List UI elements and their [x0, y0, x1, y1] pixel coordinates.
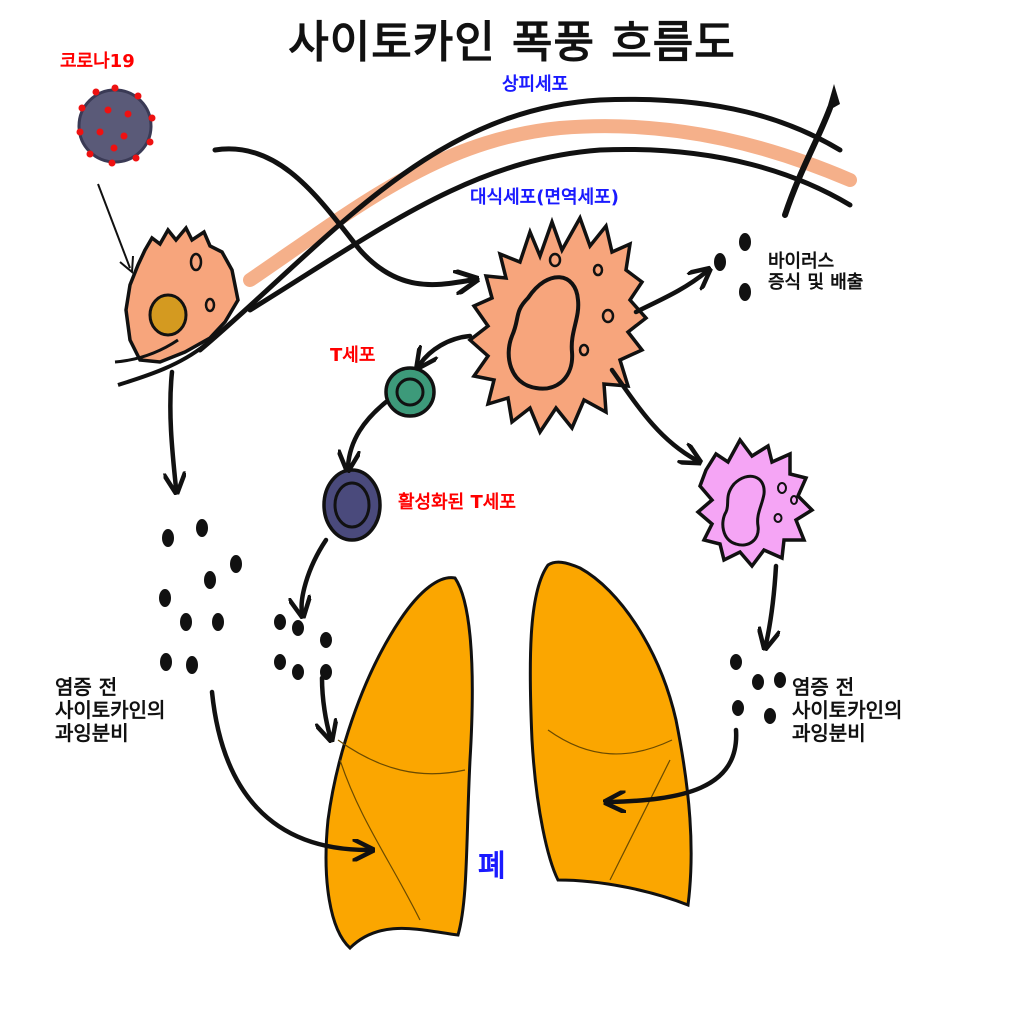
right-lung	[528, 560, 693, 908]
epithelial-layer	[197, 84, 857, 353]
label-lung: 폐	[478, 849, 506, 884]
label-cytokine-right: 염증 전 사이토카인의 과잉분비	[792, 675, 903, 745]
label-cytokine-left: 염증 전 사이토카인의 과잉분비	[55, 675, 166, 745]
coronavirus-particle	[76, 84, 156, 275]
lungs	[324, 560, 693, 951]
cytokine-particles-center	[274, 614, 332, 680]
activated-t-cell	[322, 468, 382, 542]
label-macrophage: 대식세포(면역세포)	[470, 187, 619, 208]
label-epithelial: 상피세포	[502, 74, 569, 95]
cytokine-particles-right	[730, 654, 786, 724]
diagram-title: 사이토카인 폭풍 흐름도	[288, 17, 736, 68]
infected-cell	[114, 224, 240, 387]
label-t-cell: T세포	[330, 345, 376, 366]
virus-particles	[714, 233, 751, 301]
label-activated-t-cell: 활성화된 T세포	[398, 492, 516, 513]
macrophage	[467, 213, 649, 436]
pink-immune-cell	[695, 436, 815, 569]
left-lung	[324, 576, 474, 951]
label-virus-replication: 바이러스 증식 및 배출	[768, 251, 864, 293]
t-cell	[384, 366, 436, 418]
cytokine-particles-left	[159, 519, 242, 674]
flow-arrows	[170, 272, 776, 850]
label-virus: 코로나19	[60, 51, 135, 72]
